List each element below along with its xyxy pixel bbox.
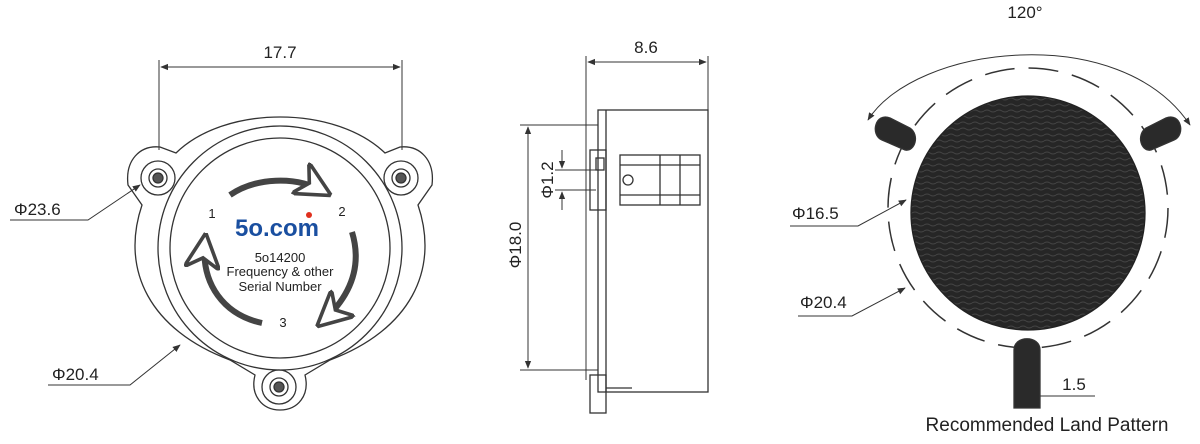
label-note-line2: Serial Number bbox=[238, 279, 322, 294]
pad-width-text: 1.5 bbox=[1062, 375, 1086, 394]
pin-dia-text: Φ1.2 bbox=[538, 161, 557, 198]
body-dia-leader bbox=[48, 344, 181, 386]
angle-text: 120° bbox=[1007, 3, 1042, 22]
circulation-arrow-top bbox=[228, 181, 325, 195]
side-body bbox=[597, 109, 709, 393]
pin-number-3: 3 bbox=[279, 315, 286, 330]
height-dim-text: 8.6 bbox=[634, 38, 658, 57]
body-outer-ring bbox=[157, 125, 403, 371]
top-view bbox=[10, 60, 434, 411]
label-note-line1: Frequency & other bbox=[227, 264, 335, 279]
pin-top bbox=[589, 149, 607, 211]
angle-arc bbox=[867, 54, 1191, 126]
circle-dia-text: Φ20.4 bbox=[800, 293, 847, 312]
flange-outline bbox=[126, 116, 434, 411]
outer-dia-text: Φ23.6 bbox=[14, 200, 61, 219]
land-pad-right bbox=[1139, 116, 1182, 151]
land-pattern bbox=[790, 54, 1191, 409]
circle-dia-leader bbox=[798, 287, 906, 317]
pin-number-2: 2 bbox=[338, 204, 345, 219]
body-inner-ring bbox=[169, 137, 391, 359]
pad-dia-leader bbox=[790, 199, 907, 227]
circulation-arrow-left bbox=[204, 240, 263, 326]
part-number: 5o14200 bbox=[255, 250, 306, 265]
pin-bottom bbox=[589, 374, 607, 414]
mount-hole-right bbox=[383, 160, 419, 196]
brand-logo: 5o.com bbox=[235, 215, 319, 242]
mount-hole-left bbox=[140, 160, 176, 196]
side-view bbox=[520, 56, 709, 414]
center-pad bbox=[910, 95, 1146, 331]
mount-hole-bottom bbox=[261, 369, 297, 405]
pin-number-1: 1 bbox=[208, 206, 215, 221]
land-dashed-circle bbox=[887, 67, 1169, 349]
body-dia-text: Φ20.4 bbox=[52, 365, 99, 384]
outer-dia-leader bbox=[10, 184, 141, 221]
land-pattern-caption: Recommended Land Pattern bbox=[926, 415, 1169, 436]
circulation-arrow-right bbox=[322, 231, 359, 322]
land-pad-left bbox=[874, 116, 917, 151]
logo-dot-icon bbox=[306, 212, 312, 218]
side-dia-text: Φ18.0 bbox=[506, 222, 525, 269]
pad-dia-text: Φ16.5 bbox=[792, 204, 839, 223]
width-dim-text: 17.7 bbox=[263, 43, 296, 62]
land-pad-bottom bbox=[1013, 338, 1041, 409]
